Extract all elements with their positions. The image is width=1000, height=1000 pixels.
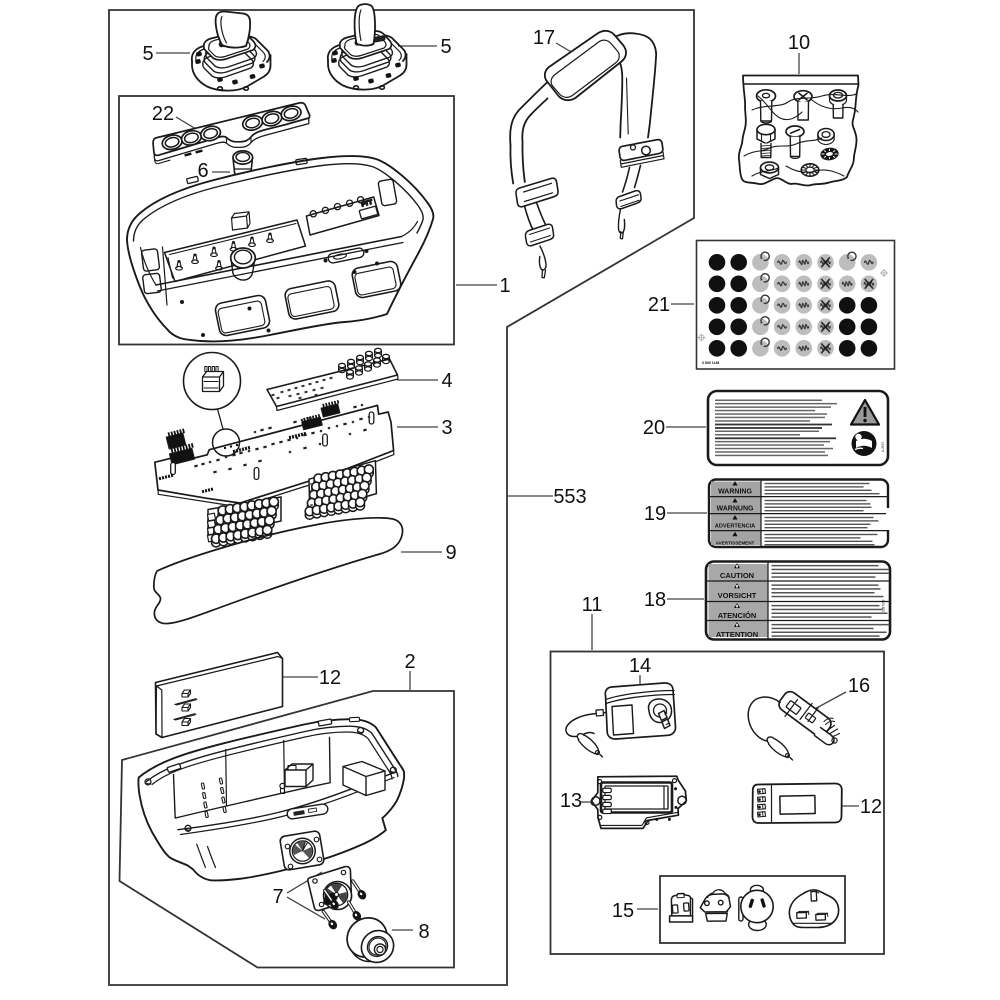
svg-text:15: 15 xyxy=(612,900,634,922)
svg-text:13: 13 xyxy=(560,790,582,812)
svg-text:17: 17 xyxy=(533,27,555,49)
svg-text:9: 9 xyxy=(445,542,456,564)
svg-text:2087973: 2087973 xyxy=(882,599,886,612)
svg-text:22: 22 xyxy=(152,103,174,125)
svg-text:A-3547: A-3547 xyxy=(881,441,885,452)
svg-text:20: 20 xyxy=(643,417,665,439)
svg-text:12: 12 xyxy=(860,796,882,818)
svg-text:2: 2 xyxy=(404,651,415,673)
svg-text:ATTENTION: ATTENTION xyxy=(716,630,758,639)
svg-text:8: 8 xyxy=(418,921,429,943)
svg-text:6: 6 xyxy=(197,160,208,182)
svg-text:14: 14 xyxy=(629,655,651,677)
svg-text:12: 12 xyxy=(319,667,341,689)
svg-text:FTT: FTT xyxy=(361,200,374,209)
svg-text:11: 11 xyxy=(582,594,603,616)
svg-text:WARNING: WARNING xyxy=(718,489,752,496)
svg-text:4: 4 xyxy=(441,370,452,392)
svg-text:CAUTION: CAUTION xyxy=(720,571,754,580)
svg-text:10: 10 xyxy=(788,32,810,54)
svg-text:ATENCIÓN: ATENCIÓN xyxy=(718,611,757,620)
svg-text:VORSICHT: VORSICHT xyxy=(718,591,757,600)
svg-text:WARNUNG: WARNUNG xyxy=(717,506,754,513)
svg-text:5: 5 xyxy=(142,43,153,65)
svg-text:16: 16 xyxy=(848,675,870,697)
svg-text:3: 3 xyxy=(441,417,452,439)
svg-text:553: 553 xyxy=(553,486,586,508)
svg-text:0 800 1148: 0 800 1148 xyxy=(702,361,719,365)
svg-text:21: 21 xyxy=(648,294,670,316)
svg-text:18: 18 xyxy=(644,589,666,611)
svg-text:ADVERTENCIA: ADVERTENCIA xyxy=(715,524,755,530)
svg-text:5: 5 xyxy=(440,36,451,58)
svg-text:1: 1 xyxy=(499,275,510,297)
svg-text:AVERTISSEMENT: AVERTISSEMENT xyxy=(716,540,755,545)
svg-text:19: 19 xyxy=(644,503,666,525)
svg-text:7: 7 xyxy=(272,886,283,908)
svg-text:0 800 1148: 0 800 1148 xyxy=(702,361,719,365)
